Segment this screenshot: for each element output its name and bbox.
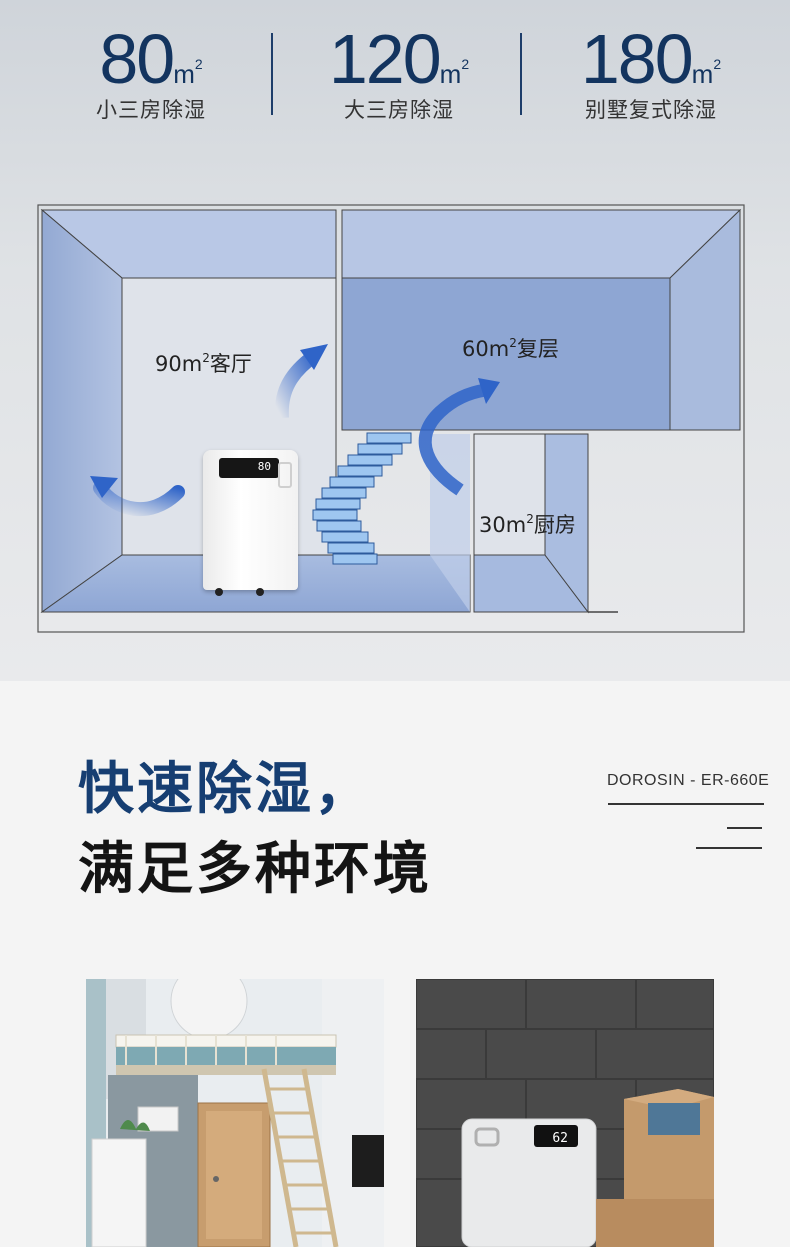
house-outline: [37, 204, 745, 633]
rule-line: [727, 827, 762, 829]
humidity-display: 80: [257, 460, 271, 473]
stat-label: 小三房除湿: [96, 98, 206, 122]
rule-line: [608, 803, 764, 805]
divider: [271, 33, 273, 115]
stat-number: 80: [99, 20, 175, 98]
loft-interior-photo: [86, 979, 384, 1247]
arrowhead-icon: [300, 344, 328, 370]
airflow-arrow-right: [418, 383, 488, 496]
arrowhead-icon: [478, 378, 500, 404]
wheel: [215, 588, 223, 596]
photo-display-text: 62: [552, 1131, 568, 1146]
stat-180: 180m2 别墅复式除湿: [566, 22, 736, 124]
model-name: DOROSIN - ER-660E: [607, 772, 770, 789]
headline-line2: 满足多种环境: [78, 837, 432, 902]
handle: [278, 462, 292, 488]
stat-number: 180: [580, 20, 694, 98]
loft-back-wall: [341, 277, 671, 431]
room-label-kitchen: 30m2厨房: [479, 512, 576, 537]
house-diagram: [37, 204, 745, 633]
headline-line1: 快速除湿，: [78, 757, 373, 822]
rule-line: [696, 847, 762, 849]
control-panel: 80: [219, 458, 279, 478]
stat-unit: m2: [691, 56, 722, 89]
stat-120: 120m2 大三房除湿: [314, 22, 484, 124]
dehumidifier-image: 80: [203, 450, 298, 596]
warehouse-photo: 62: [416, 979, 714, 1247]
room-label-loft: 60m2复层: [462, 336, 559, 361]
warehouse-illustration: 62: [416, 979, 714, 1247]
staircase: [312, 432, 412, 565]
arrowhead-icon: [90, 476, 118, 498]
stat-80: 80m2 小三房除湿: [86, 22, 216, 124]
stat-unit: m2: [173, 56, 203, 89]
loft-interior-illustration: [86, 979, 384, 1247]
airflow-arrow-left: [93, 481, 185, 517]
stat-unit: m2: [439, 56, 470, 89]
stat-label: 别墅复式除湿: [585, 98, 717, 122]
stat-label: 大三房除湿: [344, 98, 454, 122]
coverage-section: 80m2 小三房除湿 120m2 大三房除湿 180m2 别墅复式除湿: [0, 0, 790, 681]
divider: [520, 33, 522, 115]
left-wall: [41, 208, 123, 613]
wheel: [256, 588, 264, 596]
room-label-living: 90m2客厅: [155, 351, 252, 376]
stat-number: 120: [328, 20, 442, 98]
